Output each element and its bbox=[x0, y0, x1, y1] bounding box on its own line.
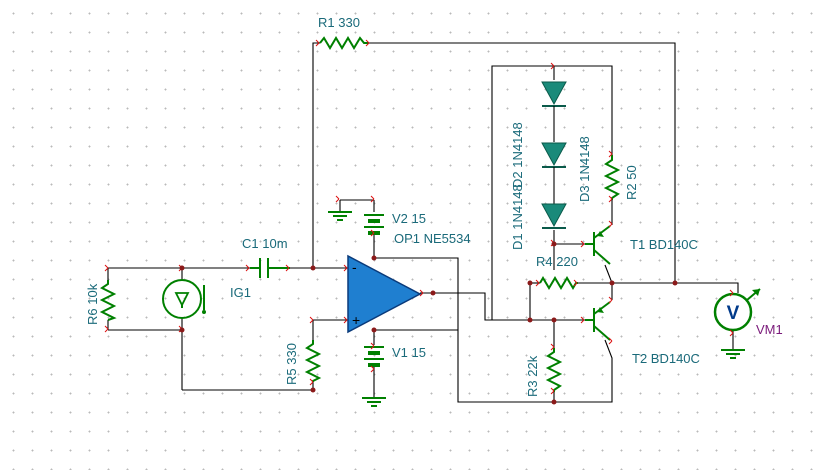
label-d1: D1 1N4148 bbox=[510, 184, 525, 250]
label-vm1: VM1 bbox=[756, 322, 783, 337]
wires bbox=[107, 42, 739, 403]
label-ig1: IG1 bbox=[230, 285, 251, 300]
junction-nodes bbox=[179, 241, 678, 405]
capacitor-c1[interactable] bbox=[250, 258, 290, 278]
wire-bottom-rail bbox=[374, 257, 613, 403]
diode-d1[interactable] bbox=[541, 81, 567, 142]
label-r2: R2 50 bbox=[624, 165, 639, 200]
ground-symbol bbox=[721, 349, 745, 359]
label-r4: R4 220 bbox=[536, 254, 578, 269]
current-source-ig1[interactable] bbox=[162, 279, 206, 319]
voltmeter-v-letter: V bbox=[727, 303, 740, 324]
component-labels: R1 330 V2 15 OP1 NE5534 C1 10m IG1 V1 15… bbox=[85, 15, 783, 397]
pin-markers bbox=[104, 39, 734, 395]
opamp-op1[interactable]: - + bbox=[347, 254, 422, 334]
label-d2: D2 1N4148 bbox=[510, 122, 525, 188]
label-r3: R3 22k bbox=[525, 355, 540, 397]
label-t2: T2 BD140C bbox=[632, 351, 700, 366]
wire-r1-right bbox=[368, 42, 676, 283]
wire-r1-left bbox=[312, 42, 320, 268]
label-op1: OP1 NE5534 bbox=[394, 231, 471, 246]
label-v1: V1 15 bbox=[392, 345, 426, 360]
wire-diode-t1base bbox=[553, 230, 585, 245]
label-r5: R5 330 bbox=[284, 343, 299, 385]
resistor-r3[interactable] bbox=[545, 348, 563, 392]
label-c1: C1 10m bbox=[242, 236, 288, 251]
label-v2: V2 15 bbox=[392, 211, 426, 226]
ground-symbol bbox=[362, 397, 386, 407]
resistor-r4[interactable] bbox=[539, 276, 578, 290]
transistor-t1[interactable] bbox=[585, 225, 611, 265]
battery-v2[interactable] bbox=[364, 214, 384, 235]
label-d3: D3 1N4148 bbox=[577, 136, 592, 202]
diode-d3[interactable] bbox=[541, 203, 567, 229]
resistor-r6[interactable] bbox=[99, 280, 117, 321]
label-r6: R6 10k bbox=[85, 283, 100, 325]
wire-output bbox=[604, 264, 739, 293]
wire-diode-bracket bbox=[491, 65, 613, 320]
label-t1: T1 BD140C bbox=[630, 237, 698, 252]
battery-v1[interactable] bbox=[364, 346, 384, 367]
ground-symbol bbox=[328, 211, 352, 221]
resistor-r5[interactable] bbox=[304, 340, 322, 382]
opamp-plus-sign: + bbox=[352, 312, 360, 328]
resistor-r1[interactable] bbox=[319, 36, 368, 50]
resistor-r2[interactable] bbox=[603, 155, 621, 200]
voltmeter-vm1[interactable]: V bbox=[713, 288, 761, 332]
transistor-t2[interactable] bbox=[585, 301, 611, 341]
wire-opamp-out bbox=[420, 292, 585, 321]
diode-d2[interactable] bbox=[541, 142, 567, 204]
opamp-minus-sign: - bbox=[352, 259, 357, 275]
label-r1: R1 330 bbox=[318, 15, 360, 30]
